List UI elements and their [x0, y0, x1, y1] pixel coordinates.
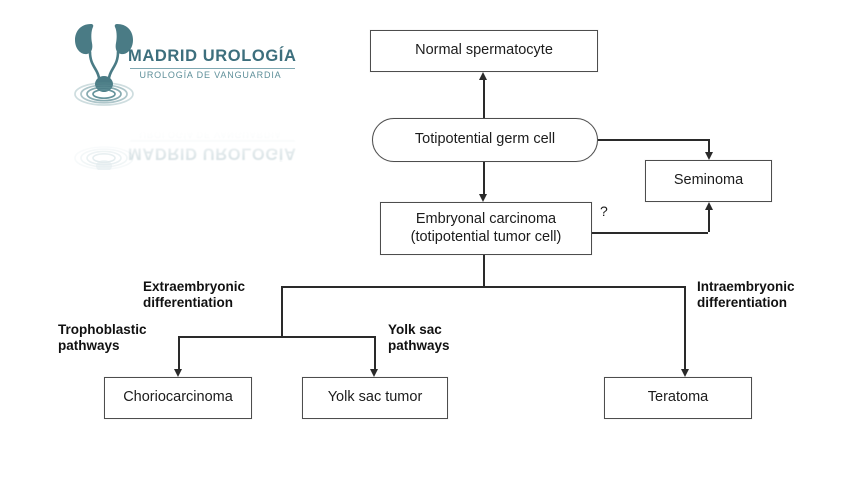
label-trophoblastic-pathways: Trophoblastic pathways: [58, 322, 147, 353]
logo-text: MADRID UROLOGÍA UROLOGÍA DE VANGUARDIA: [128, 48, 303, 80]
logo-title-reflection: MADRID UROLOGÍA: [128, 144, 297, 163]
kidneys-bladder-ripple-icon: [74, 24, 134, 106]
label-intraembryonic-differentiation: Intraembryonic differentiation: [697, 279, 795, 310]
arrowhead-to-embryonal: [478, 194, 487, 202]
edge-embryonal-to-seminoma-v: [708, 210, 710, 232]
edge-intraembryonic-drop: [684, 286, 686, 370]
edge-embryonal-trunk: [483, 255, 485, 287]
arrowhead-to-seminoma-bottom: [704, 202, 713, 210]
edge-secondary-bus: [178, 336, 344, 338]
edge-label-question-mark: ?: [600, 203, 608, 219]
logo-title: MADRID UROLOGÍA: [128, 47, 297, 65]
arrowhead-to-yolk-sac-tumor: [370, 369, 379, 377]
edge-extraembryonic-drop: [281, 286, 283, 338]
logo-tagline-reflection: UROLOGÍA DE VANGUARDIA: [139, 130, 282, 140]
edge-germcell-to-seminoma-v: [708, 139, 710, 152]
edge-germcell-to-seminoma-h: [598, 139, 710, 141]
edge-trophoblastic-drop: [178, 336, 180, 370]
edge-yolksac-drop: [374, 336, 376, 370]
node-choriocarcinoma[interactable]: Choriocarcinoma: [104, 377, 252, 419]
node-embryonal-carcinoma[interactable]: Embryonal carcinoma (totipotential tumor…: [380, 202, 592, 255]
node-seminoma[interactable]: Seminoma: [645, 160, 772, 202]
node-teratoma[interactable]: Teratoma: [604, 377, 752, 419]
logo-divider-reflection: [130, 141, 295, 142]
edge-germcell-to-embryonal: [483, 162, 485, 194]
logo-mark-reflection: [74, 146, 134, 170]
node-normal-spermatocyte[interactable]: Normal spermatocyte: [370, 30, 598, 72]
label-yolk-sac-pathways: Yolk sac pathways: [388, 322, 450, 353]
edge-main-bus: [281, 286, 686, 288]
edge-embryonal-to-seminoma-h: [592, 232, 708, 234]
node-yolk-sac-tumor[interactable]: Yolk sac tumor: [302, 377, 448, 419]
logo-divider: [130, 67, 295, 69]
arrowhead-to-seminoma-top: [704, 152, 713, 160]
logo-tagline: UROLOGÍA DE VANGUARDIA: [139, 69, 282, 80]
label-extraembryonic-differentiation: Extraembryonic differentiation: [143, 279, 246, 310]
logo: MADRID UROLOGÍA UROLOGÍA DE VANGUARDIA M…: [70, 18, 303, 170]
logo-text-reflection: MADRID UROLOGÍA UROLOGÍA DE VANGUARDIA: [128, 130, 303, 163]
edge-germcell-to-spermatocyte: [483, 80, 485, 118]
arrowhead-to-teratoma: [680, 369, 689, 377]
edge-yolksac-bus-link: [344, 336, 376, 338]
node-totipotential-germ-cell[interactable]: Totipotential germ cell: [372, 118, 598, 162]
arrowhead-to-choriocarcinoma: [174, 369, 183, 377]
arrowhead-to-spermatocyte: [478, 72, 487, 80]
